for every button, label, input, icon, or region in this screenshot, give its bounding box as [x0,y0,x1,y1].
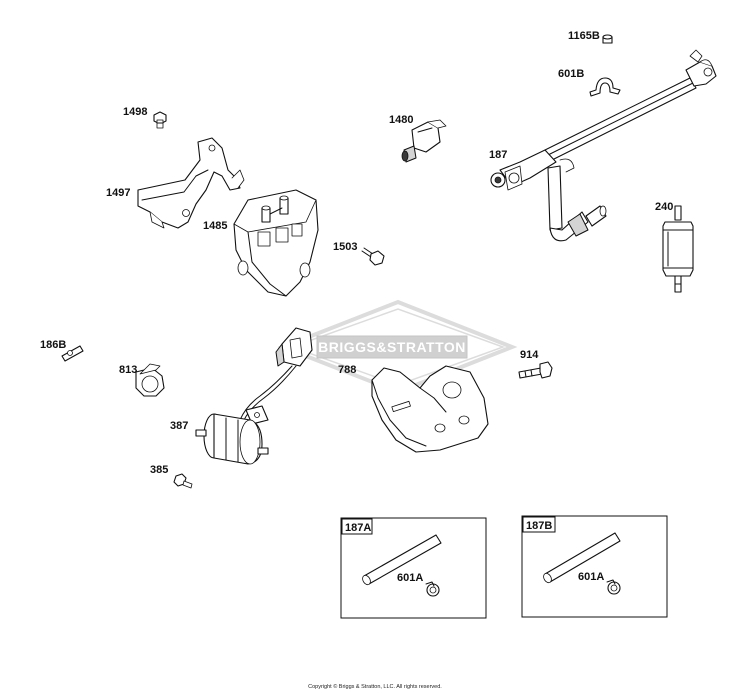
label-788: 788 [338,364,356,376]
watermark-text: BRIGGS&STRATTON [318,339,466,355]
kit-box-187B-clamp-label: 601A [578,571,604,583]
part-1485-fuel-pump-module [233,189,319,297]
label-387: 387 [170,420,188,432]
label-1480: 1480 [389,114,413,126]
label-1498: 1498 [123,106,147,118]
part-187-fuel-hose [490,49,717,242]
label-601B: 601B [558,68,584,80]
kit-box-187A-clamp [425,581,440,597]
label-914: 914 [520,349,539,361]
label-187: 187 [489,149,507,161]
part-788-bracket [371,365,489,453]
part-labels: 1165B 601B 1498 1480 187 1497 1485 1503 … [40,30,673,476]
kit-box-187A-hose [362,534,442,586]
copyright-footer: Copyright © Briggs & Stratton, LLC. All … [308,684,442,690]
part-813-clip [135,363,165,397]
part-240-fuel-filter [662,205,694,293]
part-1498-screw [153,111,167,129]
brand-watermark: BRIGGS&STRATTON [277,299,518,395]
label-240: 240 [655,201,673,213]
kit-box-187B-hose [543,532,621,584]
kit-box-187B: 187B 601A [521,515,668,618]
label-1503: 1503 [333,241,357,253]
kit-box-187A-title: 187A [345,522,371,534]
part-385-screw [173,473,193,489]
part-1480-connector [401,119,447,163]
label-1485: 1485 [203,220,227,232]
kit-box-187A: 187A 601A [340,517,487,619]
label-186B: 186B [40,339,66,351]
label-813: 813 [119,364,137,376]
part-1497-bracket [137,137,245,229]
part-601B-clamp [589,77,621,97]
part-387-fuel-pump [195,327,313,465]
part-186B-tube [61,345,84,362]
label-1497: 1497 [106,187,130,199]
part-1165B-bolt [602,34,613,44]
part-914-bolt [518,361,553,379]
kit-box-187B-clamp [606,579,621,595]
kit-box-187A-clamp-label: 601A [397,572,423,584]
part-1503-screw [361,247,385,266]
label-1165B: 1165B [568,30,600,42]
label-385: 385 [150,464,168,476]
kit-box-187B-title: 187B [526,520,552,532]
